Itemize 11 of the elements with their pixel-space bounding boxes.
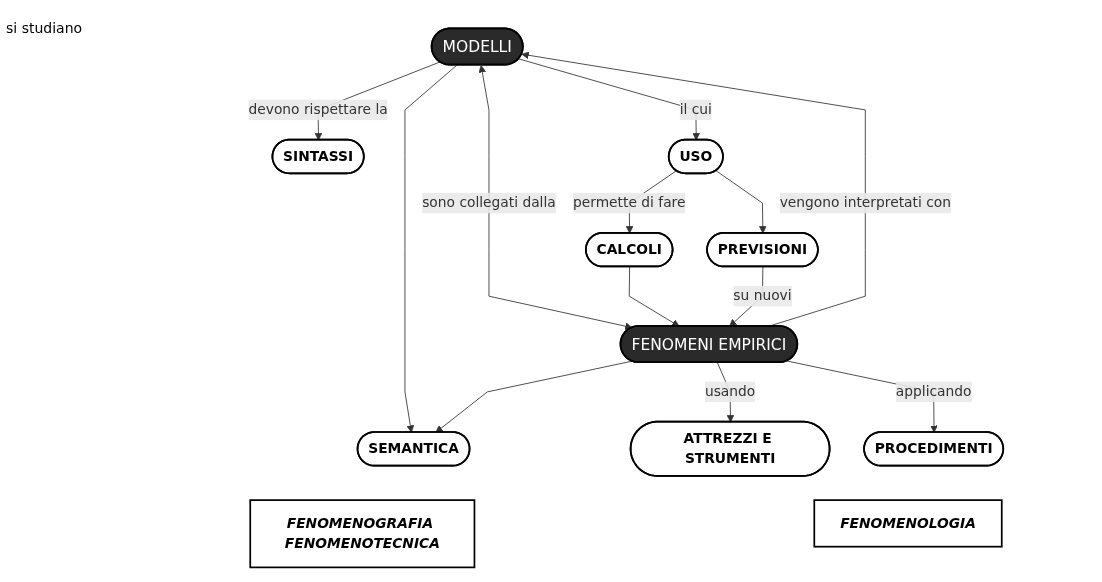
edge-label: sono collegati dalla bbox=[422, 194, 556, 211]
edge-label: vengono interpretati con bbox=[779, 194, 951, 211]
edge-label: permette di fare bbox=[573, 194, 686, 211]
note-text: si studiano bbox=[6, 20, 83, 36]
edge-label: devono rispettare la bbox=[248, 101, 388, 118]
edge-label: usando bbox=[704, 383, 756, 400]
edge-label: il cui bbox=[679, 101, 712, 118]
edge-label: su nuovi bbox=[733, 287, 792, 304]
node-box: FENOMENOGRAFIA FENOMENOTECNICA bbox=[249, 499, 476, 569]
node-box: FENOMENOLOGIA bbox=[813, 499, 1003, 548]
edge-label: applicando bbox=[895, 383, 972, 400]
